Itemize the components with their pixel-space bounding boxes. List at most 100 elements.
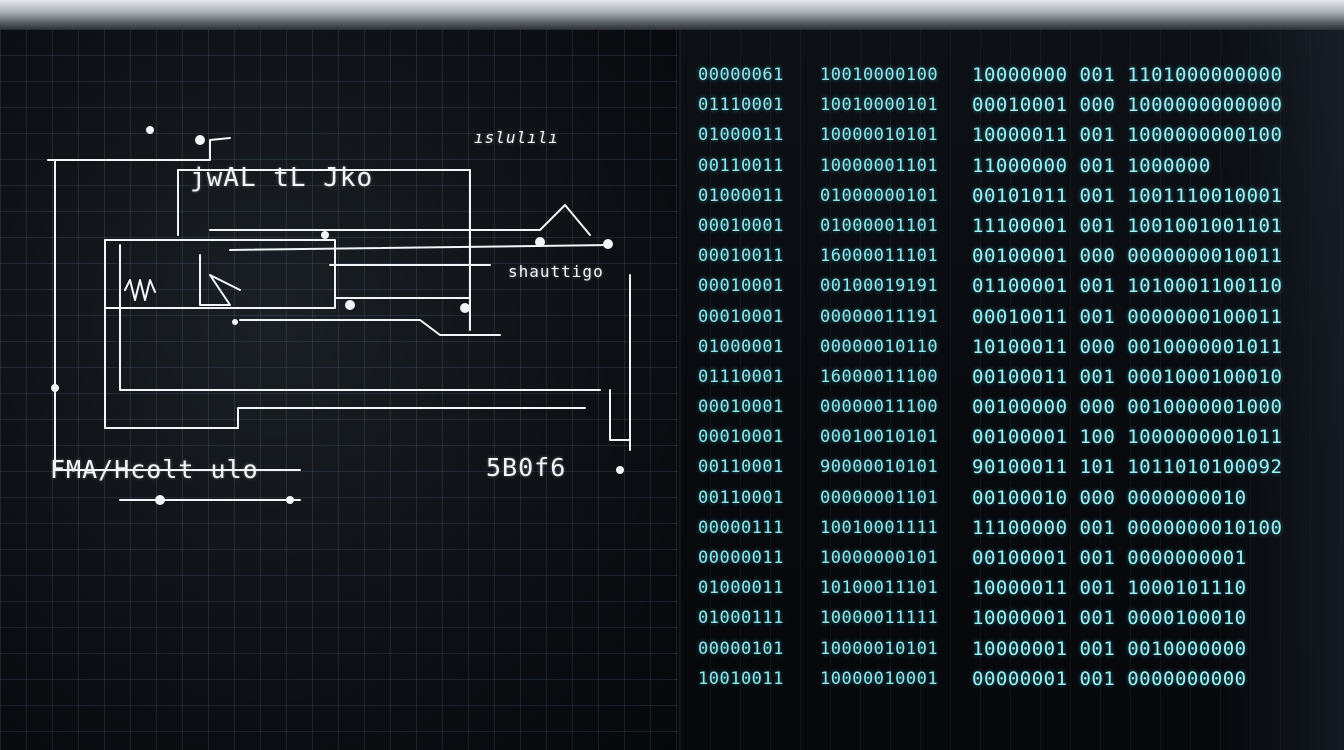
circuit-node xyxy=(616,466,624,474)
binary-row: 00100001 000 0000000010011 xyxy=(972,245,1283,268)
circuit-component-inductor xyxy=(199,254,241,306)
circuit-component-waveform xyxy=(124,279,156,301)
binary-row: 10100011 000 0010000001011 xyxy=(972,335,1283,358)
binary-row: 00010011 xyxy=(698,246,784,267)
binary-row: 00000001 001 0000000000 xyxy=(972,667,1247,690)
circuit-node xyxy=(460,303,470,313)
binary-row: 01000111 xyxy=(698,608,784,629)
binary-row: 00100010 000 0000000010 xyxy=(972,486,1247,509)
circuit-box-main xyxy=(104,239,336,309)
binary-row: 10010001111 xyxy=(820,517,939,538)
circuit-node xyxy=(146,126,154,134)
binary-row: 10000010101 xyxy=(820,638,939,659)
binary-row: 00000101 xyxy=(698,638,784,659)
circuit-node xyxy=(51,384,59,392)
circuit-node xyxy=(321,231,329,239)
circuit-wire-bus-lower xyxy=(239,319,501,336)
binary-row: 00010001 xyxy=(698,306,784,327)
circuit-node xyxy=(155,495,165,505)
binary-row: 10000011111 xyxy=(820,608,939,629)
binary-row: 01000000101 xyxy=(820,185,939,206)
binary-row: 00000011100 xyxy=(820,397,939,418)
circuit-wire-bus-mid xyxy=(229,244,611,251)
circuit-node xyxy=(286,496,294,504)
binary-row: 10000000 001 1101000000000 xyxy=(972,64,1283,86)
binary-row: 01000001101 xyxy=(820,215,939,236)
binary-row: 10010011 xyxy=(698,668,784,689)
binary-row: 00100001 100 1000000001011 xyxy=(972,426,1283,449)
schematic-bottom-right-label: 5B0f6 xyxy=(486,453,567,482)
binary-row: 00100001 001 0000000001 xyxy=(972,547,1247,569)
binary-row: 00010001 xyxy=(698,215,784,236)
circuit-wire-main-top xyxy=(104,239,239,429)
binary-row: 10010000100 xyxy=(820,65,939,85)
binary-row: 00110001 xyxy=(698,457,784,478)
circuit-node xyxy=(232,319,238,325)
binary-row: 00000010110 xyxy=(820,336,939,357)
binary-row: 01100001 001 1010001100110 xyxy=(972,275,1283,298)
binary-row: 10000011 001 1000101110 xyxy=(972,577,1247,600)
circuit-node xyxy=(603,239,613,249)
circuit-wire-main-left-inner xyxy=(119,244,601,391)
circuit-wire-title-box xyxy=(177,169,471,331)
binary-row: 00100011 001 0001000100010 xyxy=(972,365,1283,388)
schematic-title-label: jwAL tL Jko xyxy=(190,163,374,193)
circuit-wire-bottom-right xyxy=(609,389,631,441)
circuit-schematic-diagram xyxy=(47,126,631,505)
schematic-panel: jwAL tL Jko ıslulılı shauttigo FMA/Hcolt… xyxy=(0,30,680,750)
binary-row: 01110001 xyxy=(698,95,784,116)
binary-row: 00110011 xyxy=(698,155,784,176)
binary-row: 10000001101 xyxy=(820,155,939,176)
binary-column-2: 10010000100 10010000101 10000010101 1000000… xyxy=(820,60,938,694)
binary-row: 00000061 xyxy=(698,65,784,85)
schematic-side-annotation: shauttigo xyxy=(508,262,604,281)
binary-row: 01000011 xyxy=(698,578,784,599)
circuit-wire-bus-low xyxy=(334,297,471,309)
binary-row: 00000001101 xyxy=(820,487,939,508)
binary-row: 00000111 xyxy=(698,517,784,538)
binary-row: 00010001 xyxy=(698,427,784,448)
binary-row: 00010001 xyxy=(698,397,784,418)
binary-row: 16000011101 xyxy=(820,246,939,267)
binary-row: 00010001 000 1000000000000 xyxy=(972,94,1283,117)
circuit-node xyxy=(345,300,355,310)
binary-column-1: 00000061 01110001 01000011 00110011 01000011… xyxy=(698,60,784,694)
binary-row: 90000010101 xyxy=(820,457,939,478)
binary-row: 00110001 xyxy=(698,487,784,508)
binary-row: 00100019191 xyxy=(820,276,939,297)
binary-row: 01000011 xyxy=(698,185,784,206)
binary-row: 10100011101 xyxy=(820,578,939,599)
binary-row: 00010010101 xyxy=(820,427,939,448)
binary-data-panel xyxy=(680,30,1344,750)
binary-row: 16000011100 xyxy=(820,366,939,387)
circuit-wire-outer-top xyxy=(159,137,231,161)
binary-row: 00100000 000 0010000001000 xyxy=(972,396,1283,419)
binary-row: 90100011 101 1011010100092 xyxy=(972,456,1283,479)
circuit-wire-bottom-step xyxy=(237,407,586,429)
binary-row: 10000000101 xyxy=(820,548,939,568)
binary-row: 00000011 xyxy=(698,548,784,568)
binary-row: 10000001 001 0010000000 xyxy=(972,637,1247,660)
binary-row: 00101011 001 1001110010001 xyxy=(972,184,1283,207)
binary-row: 10010000101 xyxy=(820,95,939,116)
binary-row: 11000000 001 1000000 xyxy=(972,154,1211,177)
binary-column-3: 10000000 001 1101000000000 00010001 000 1… xyxy=(972,60,1282,694)
binary-row: 00010011 001 0000000100011 xyxy=(972,305,1283,328)
binary-row: 00000011191 xyxy=(820,306,939,327)
binary-row: 10000001 001 0000100010 xyxy=(972,607,1247,630)
binary-row: 11100000 001 0000000010100 xyxy=(972,516,1283,539)
binary-row: 10000010101 xyxy=(820,125,939,146)
binary-row: 00010001 xyxy=(698,276,784,297)
circuit-wire-bus-top xyxy=(209,204,591,236)
binary-row: 10000011 001 1000000000100 xyxy=(972,124,1283,147)
schematic-bottom-left-label: FMA/Hcolt ulo xyxy=(50,455,259,484)
binary-row: 01000011 xyxy=(698,125,784,146)
binary-row: 11100001 001 1001001001101 xyxy=(972,214,1283,237)
monitor-top-frame xyxy=(0,0,1344,30)
schematic-top-annotation: ıslulılı xyxy=(474,128,560,147)
monitor-screen: jwAL tL Jko ıslulılı shauttigo FMA/Hcolt… xyxy=(0,30,1344,750)
circuit-node xyxy=(195,135,205,145)
binary-row: 01000001 xyxy=(698,336,784,357)
circuit-node xyxy=(535,237,545,247)
